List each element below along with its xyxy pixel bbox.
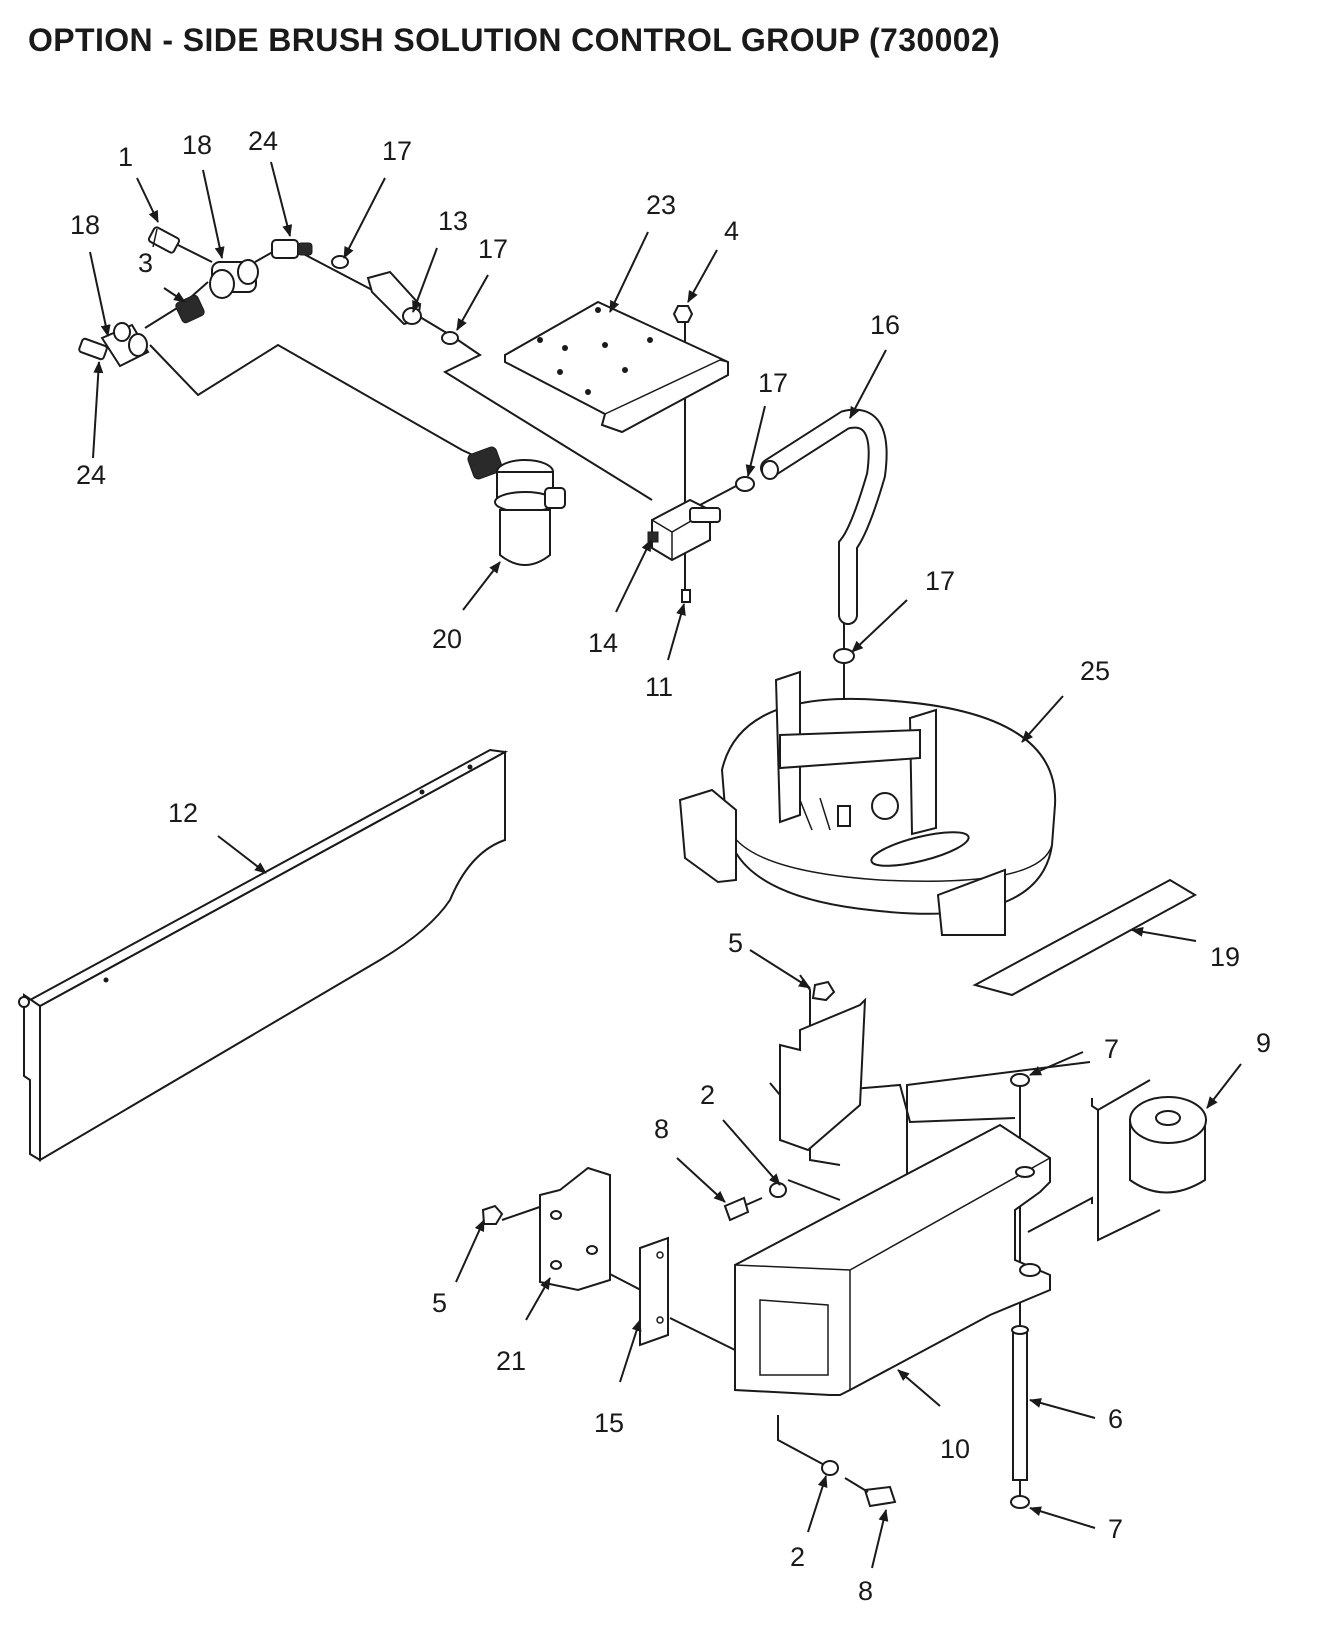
callout-24-upper: 24 [248, 126, 278, 156]
part-18-tee-lower [100, 322, 150, 368]
callout-17-c: 17 [758, 368, 788, 398]
callout-8-lower: 8 [858, 1576, 873, 1606]
callout-17-a: 17 [382, 136, 412, 166]
bracket-upper [779, 997, 867, 1152]
part-9-bumper [1129, 1096, 1207, 1194]
callout-8-upper: 8 [654, 1114, 669, 1144]
part-17-hose-clamp-a [331, 255, 349, 269]
part-4-nut [672, 305, 694, 323]
callout-2-upper: 2 [700, 1080, 715, 1110]
callout-24-lower: 24 [76, 460, 106, 490]
part-12-side-panel [18, 748, 509, 1162]
part-10-arm-box [734, 1123, 1051, 1396]
callout-15: 15 [594, 1408, 624, 1438]
callout-21: 21 [496, 1346, 526, 1376]
part-8-bolt-lower [844, 1477, 897, 1508]
callout-5-lower: 5 [432, 1288, 447, 1318]
part-6-pin [1011, 1325, 1029, 1481]
callout-9: 9 [1256, 1028, 1271, 1058]
part-15-plate [639, 1236, 669, 1347]
callout-7-upper: 7 [1104, 1034, 1119, 1064]
callout-18-upper: 18 [182, 130, 212, 160]
callout-20: 20 [432, 624, 462, 654]
page-title: OPTION - SIDE BRUSH SOLUTION CONTROL GRO… [28, 22, 1001, 58]
callout-14: 14 [588, 628, 618, 658]
callout-13: 13 [438, 206, 468, 236]
part-5-nut-lower [481, 1204, 504, 1225]
part-25-brush-deck [678, 670, 1057, 936]
part-11-screw [681, 589, 691, 603]
part-2-washer-upper [769, 1182, 787, 1198]
callout-12: 12 [168, 798, 198, 828]
callout-5-upper: 5 [728, 928, 743, 958]
callout-23: 23 [646, 190, 676, 220]
part-21-bracket [539, 1166, 611, 1292]
part-23-mounting-plate [504, 300, 729, 434]
callout-19: 19 [1210, 942, 1240, 972]
part-24-elbow-barb-upper [271, 239, 313, 259]
callout-16: 16 [870, 310, 900, 340]
part-17-hose-clamp-c [735, 476, 755, 492]
part-8-bolt-upper [723, 1196, 763, 1222]
part-1-barb-fitting [147, 226, 181, 254]
callout-17-d: 17 [925, 566, 955, 596]
part-7-washer-upper [1010, 1073, 1030, 1087]
callout-17-b: 17 [478, 234, 508, 264]
callout-labels: 1 18 24 17 18 3 13 17 23 4 16 17 24 20 1… [70, 126, 1271, 1606]
callout-6: 6 [1108, 1404, 1123, 1434]
part-18-tee-upper [209, 259, 259, 299]
callout-2-lower: 2 [790, 1542, 805, 1572]
part-16-hose [760, 408, 888, 625]
part-17-hose-clamp-d [833, 648, 855, 664]
part-13-hose-connector [366, 270, 422, 326]
part-14-solenoid-valve [647, 498, 721, 562]
callout-leaders [89, 161, 1242, 1569]
callout-18-lower: 18 [70, 210, 100, 240]
part-2-washer-lower [821, 1460, 839, 1476]
callout-4: 4 [724, 216, 739, 246]
callout-11: 11 [645, 672, 673, 702]
part-20-filter [467, 446, 566, 566]
callout-1: 1 [118, 142, 133, 172]
part-17-hose-clamp-b [441, 331, 459, 345]
part-24-elbow-barb-left [78, 337, 108, 361]
callout-25: 25 [1080, 656, 1110, 686]
callout-3: 3 [138, 248, 153, 278]
part-19-flat-strip [972, 878, 1198, 997]
part-7-washer-lower [1010, 1495, 1030, 1509]
callout-10: 10 [940, 1434, 970, 1464]
callout-7-lower: 7 [1108, 1514, 1123, 1544]
part-5-nut-upper [811, 980, 836, 1002]
